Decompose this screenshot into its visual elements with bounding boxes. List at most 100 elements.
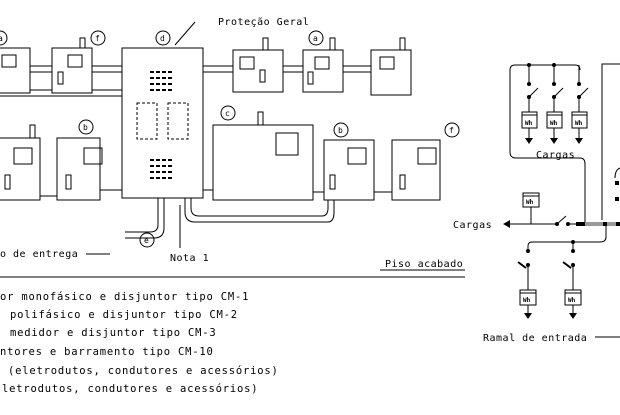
diagram-shape	[329, 174, 336, 190]
diagram-shape	[259, 69, 266, 83]
protecao-geral-label: Proteção Geral	[218, 17, 309, 28]
meters-top: Wh Wh Wh	[521, 111, 588, 129]
cargas-top-label: Cargas	[536, 150, 575, 161]
diagram-shape	[526, 249, 530, 253]
diagram-shape	[90, 30, 106, 46]
diagram-shape	[528, 87, 539, 98]
diagram-shape	[83, 147, 103, 165]
diagram-shape	[220, 105, 236, 121]
diagram-shape	[527, 63, 531, 67]
diagram-shape	[307, 71, 314, 85]
diagram-shape	[607, 222, 616, 226]
label-text: b	[83, 123, 88, 132]
diagram-shape	[57, 71, 64, 85]
diagram-shape	[139, 232, 155, 248]
diagram-shape	[524, 313, 577, 319]
diagram-shape	[232, 49, 284, 93]
diagram-shape	[379, 56, 395, 70]
diagram-shape	[399, 174, 406, 190]
diagram-shape	[509, 64, 586, 224]
diagram-shape	[302, 49, 344, 93]
diagram-shape	[125, 198, 159, 233]
diagram-shape	[614, 167, 620, 179]
diagram-shape	[503, 220, 510, 228]
single-line-schematic: Wh Wh Wh Cargas Wh Cargas Wh Wh Ramal de…	[453, 63, 620, 344]
piso-label: Piso acabado	[385, 259, 463, 270]
diagram-shape	[571, 240, 575, 244]
diagram-shape	[562, 261, 572, 269]
label-text: f	[449, 126, 454, 135]
diagram-shape	[526, 240, 575, 267]
diagram-shape	[444, 122, 460, 138]
diagram-shape	[167, 102, 189, 140]
label-text: Wh	[568, 297, 576, 304]
diagram-shape	[553, 87, 564, 98]
diagram-shape	[29, 124, 36, 139]
diagram-shape	[190, 198, 329, 217]
meter-boxes-bottom	[0, 111, 441, 201]
legend-item: ntores e barramento tipo CM-10	[0, 346, 214, 358]
diagram-shape	[329, 37, 336, 51]
diagram-shape	[65, 174, 72, 190]
label-text: Wh	[575, 120, 583, 127]
diagram-shape	[0, 30, 8, 46]
diagram-shape	[515, 64, 581, 71]
diagram-shape	[1, 54, 17, 68]
entrega-label: o de entrega	[0, 249, 78, 260]
diagram-shape	[527, 226, 607, 251]
diagram-shape	[552, 63, 556, 67]
nota-label: Nota 1	[170, 253, 209, 264]
label-text: e	[144, 236, 149, 245]
diagram-shape	[577, 82, 581, 86]
diagram-shape	[212, 124, 314, 201]
diagram-shape	[571, 111, 588, 129]
diagram-shape	[601, 63, 620, 220]
main-panel	[121, 21, 204, 199]
diagram-shape	[67, 54, 83, 68]
ramal-label: Ramal de entrada	[483, 333, 587, 344]
label-text: Wh	[550, 120, 558, 127]
cargas-left-label: Cargas	[453, 220, 492, 231]
diagram-shape	[521, 111, 538, 129]
diagram-shape	[527, 63, 581, 99]
legend-item: (eletrodutos, condutores e acessórios)	[8, 365, 279, 377]
label-text: Wh	[523, 297, 531, 304]
label-text: a	[0, 34, 3, 43]
conduits-bottom	[0, 198, 465, 278]
diagram-shape	[150, 71, 174, 179]
diagram-shape	[391, 139, 441, 201]
label-text: c	[225, 109, 230, 118]
label-text: d	[160, 34, 165, 43]
diagram-shape	[552, 82, 556, 86]
diagram-shape	[615, 181, 619, 185]
diagram-shape	[585, 222, 603, 226]
label-text: Wh	[525, 120, 533, 127]
diagram-shape	[417, 147, 437, 165]
label-text: Wh	[526, 199, 534, 206]
diagram-shape	[275, 132, 299, 156]
label-text: b	[338, 126, 343, 135]
diagram-shape	[333, 122, 349, 138]
label-text: a	[313, 34, 318, 43]
diagram-shape	[308, 30, 324, 46]
diagram-shape	[615, 197, 619, 201]
diagram-shape	[78, 119, 94, 135]
diagram-shape	[184, 198, 335, 223]
diagram-shape	[527, 82, 531, 86]
meter-boxes-top	[0, 37, 412, 96]
legend-item: letrodutos, condutores e acessórios)	[2, 383, 258, 395]
diagram-shape	[155, 30, 171, 46]
diagram-shape	[556, 215, 567, 225]
legend-item: polifásico e disjuntor tipo CM-2	[10, 309, 238, 321]
diagram-shape	[546, 111, 563, 129]
diagram-shape	[314, 56, 330, 70]
diagram-shape	[578, 87, 589, 98]
diagram-shape	[79, 37, 86, 49]
diagram-shape	[136, 102, 158, 140]
diagram-shape	[571, 249, 575, 253]
diagram-shape	[257, 111, 264, 126]
diagram-shape	[13, 147, 33, 165]
diagram-shape	[0, 137, 41, 201]
